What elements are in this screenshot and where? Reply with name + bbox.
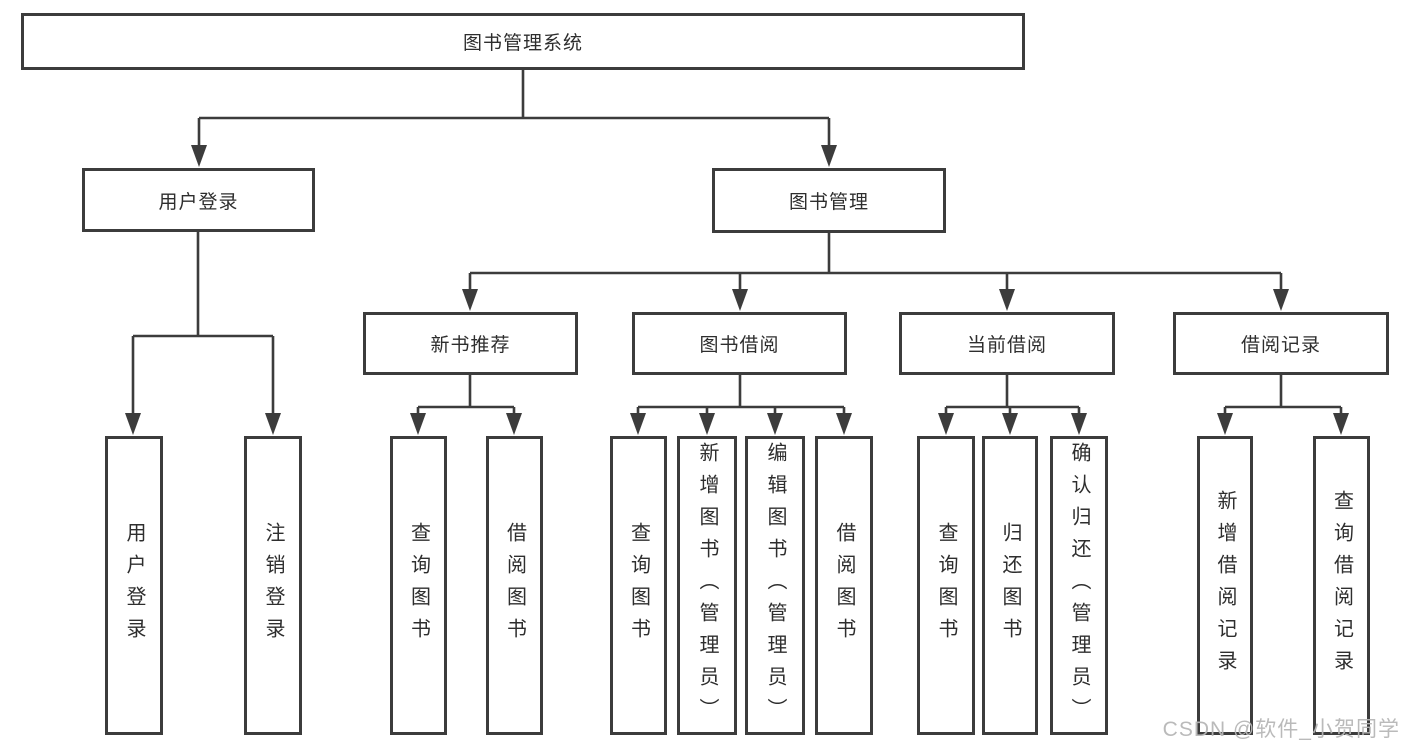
node-label: 确认归还（管理员） <box>1068 441 1090 730</box>
leaf-edit-books-admin: 编辑图书（管理员） <box>745 436 805 735</box>
leaf-borrow-books: 借阅图书 <box>815 436 873 735</box>
node-current-borrowing: 当前借阅 <box>899 312 1115 375</box>
node-label: 当前借阅 <box>966 335 1047 356</box>
leaf-query-books-current: 查询图书 <box>917 436 975 735</box>
leaf-return-books: 归还图书 <box>982 436 1038 735</box>
node-label: 用户登录 <box>158 191 239 213</box>
node-label: 借阅记录 <box>1240 335 1321 356</box>
node-label: 归还图书 <box>999 521 1021 650</box>
node-book-borrowing: 图书借阅 <box>632 312 847 375</box>
node-borrowing-records: 借阅记录 <box>1173 312 1389 375</box>
node-label: 注销登录 <box>262 521 284 650</box>
node-label: 查询图书 <box>627 521 650 650</box>
node-label: 新增借阅记录 <box>1214 489 1236 682</box>
node-label: 用户登录 <box>123 521 145 650</box>
leaf-query-books-recommend: 查询图书 <box>390 436 447 735</box>
leaf-logout: 注销登录 <box>244 436 302 735</box>
leaf-borrow-books-recommend: 借阅图书 <box>486 436 543 735</box>
node-label: 图书借阅 <box>699 335 780 356</box>
node-library-management-system: 图书管理系统 <box>21 13 1025 70</box>
node-label: 图书管理 <box>788 192 869 213</box>
node-label: 查询借阅记录 <box>1330 489 1353 682</box>
node-label: 查询图书 <box>407 521 430 650</box>
node-label: 借阅图书 <box>833 521 855 650</box>
node-label: 新书推荐 <box>430 335 511 356</box>
node-new-book-recommendation: 新书推荐 <box>363 312 578 375</box>
leaf-add-books-admin: 新增图书（管理员） <box>677 436 737 735</box>
leaf-add-borrow-record: 新增借阅记录 <box>1197 436 1253 735</box>
node-user-login: 用户登录 <box>82 168 315 232</box>
csdn-watermark: CSDN @软件_小贺同学 <box>1162 718 1400 741</box>
node-label: 查询图书 <box>935 521 957 650</box>
leaf-query-borrow-record: 查询借阅记录 <box>1313 436 1370 735</box>
node-label: 新增图书（管理员） <box>696 441 718 730</box>
leaf-user-login: 用户登录 <box>105 436 163 735</box>
node-label: 借阅图书 <box>503 521 526 650</box>
leaf-confirm-return-admin: 确认归还（管理员） <box>1050 436 1108 735</box>
node-label: 编辑图书（管理员） <box>764 441 786 730</box>
node-book-management: 图书管理 <box>712 168 946 233</box>
node-label: 图书管理系统 <box>462 33 583 54</box>
leaf-query-books-borrow: 查询图书 <box>610 436 667 735</box>
